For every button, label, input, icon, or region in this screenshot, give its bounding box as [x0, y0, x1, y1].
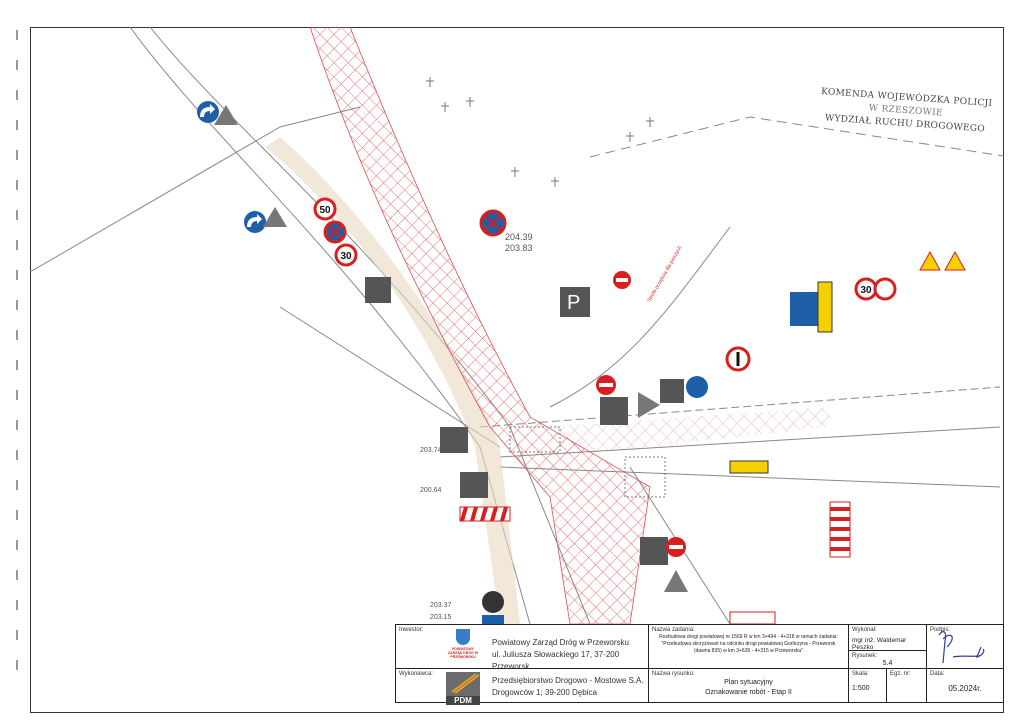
sheet-number: 5.4: [882, 660, 893, 667]
contractor-name: Przedsiębiorstwo Drogowo - Mostowe S.A.: [492, 676, 644, 685]
sign-mandatory-turn: [244, 207, 287, 233]
sign-priority-oncoming: [725, 346, 751, 372]
sign-pedestrian-crossing: [640, 537, 668, 565]
scale-value: 1:500: [852, 685, 870, 692]
sign-pedestrian-crossing: [660, 379, 684, 403]
sign-no-entry: [613, 271, 631, 289]
date-label: Data:: [930, 671, 945, 677]
drawing-frame: [30, 27, 1004, 713]
drawing-name-cell: Nazwa rysunku: Plan sytuacyjny Oznakowan…: [649, 669, 849, 702]
sign-speed-limit: 30: [854, 277, 878, 301]
task-cell: Nazwa zadania: Rozbudowa drogi powiatowe…: [649, 625, 849, 669]
investor-name: Powiatowy Zarząd Dróg w Przeworsku: [492, 638, 629, 647]
sign-no-entry: [666, 537, 686, 557]
hatched-side-road: [550, 407, 830, 457]
sign-detour-yellow: [729, 460, 769, 474]
task-name: Rozbudowa drogi powiatowej nr 1569 R w k…: [659, 634, 838, 640]
sign-gray-info: [365, 277, 391, 303]
crosswalk: [624, 456, 666, 498]
grave-crosses: [426, 77, 654, 187]
elevation-label: 203.74: [420, 447, 442, 454]
sign-no-entry: [596, 375, 616, 395]
sign-parking: [560, 287, 590, 317]
contractor-label: Wykonawca:: [399, 671, 433, 677]
sign-detour-yellow: [817, 281, 833, 333]
svg-text:30: 30: [860, 285, 872, 296]
sign-mandatory-turn: [686, 376, 708, 398]
elevation-label: 200.64: [420, 487, 442, 494]
crosswalk: [509, 426, 561, 453]
barrier: [829, 501, 851, 558]
drawing-subtitle: Oznakowanie robót - Etap II: [705, 689, 792, 696]
svg-text:30: 30: [340, 251, 352, 262]
contractor-logo: PDM: [446, 672, 480, 705]
sign-gray-info: [440, 427, 468, 453]
date-value: 05.2024r.: [948, 684, 982, 693]
investor-label: Inwestor:: [399, 627, 424, 633]
sign-yield: [638, 392, 660, 418]
svg-text:50: 50: [319, 205, 331, 216]
signature-cell: Podpis:: [927, 625, 1003, 669]
sign-mandatory-turn: [197, 101, 238, 125]
investor-cell: Inwestor: POWIATOWY ZARZĄD DRÓG W PRZEWO…: [396, 625, 649, 671]
scale-label: Skala:: [852, 671, 869, 677]
sign-warning-roadworks: [919, 250, 941, 271]
author-cell: Wykonał: mgr inż. Waldemar Peszko: [849, 625, 927, 651]
investor-logo: POWIATOWY ZARZĄD DRÓG W PRZEWORSKU: [446, 629, 480, 665]
hatched-corridor: [309, 27, 651, 624]
investor-address: ul. Juliusza Słowackiego 17, 37-200 Prze…: [492, 650, 620, 671]
sign-speed-limit: 50: [313, 197, 337, 221]
barrier: [729, 611, 776, 624]
copy-number-label: Egz. nr:: [890, 671, 911, 677]
site-plan-map: 204.39 203.83 203.74 200.64 203.37 203.1…: [30, 27, 1004, 624]
sign-pedestrian-crossing: [600, 397, 628, 425]
road-main-shade: [265, 137, 520, 624]
sign-warning-roadworks: [944, 250, 966, 271]
elevation-label: 203.83: [505, 243, 533, 253]
author-name: mgr inż. Waldemar Peszko: [852, 637, 907, 651]
signature-label: Podpis:: [930, 627, 951, 633]
elevation-label: 203.37: [430, 602, 452, 609]
author-label: Wykonał:: [852, 627, 877, 633]
sign-detour: [482, 591, 504, 624]
date-cell: Data: 05.2024r.: [927, 669, 1003, 702]
task-name-detail: "Przebudowa skrzyżowań na odcinku drogi …: [661, 641, 836, 654]
warning-note: Strefa przejścia dla pieszych: [647, 245, 684, 303]
sign-speed-limit: 30: [334, 243, 358, 267]
drawing-name: Plan sytuacyjny: [724, 679, 773, 686]
sign-no-entry-trucks: [873, 277, 897, 301]
contractor-address: Drogowców 1; 39-200 Dębica: [492, 688, 597, 697]
barrier: [459, 506, 511, 522]
parking-letter: P: [567, 292, 580, 314]
elevation-label: 204.39: [505, 232, 533, 242]
task-label: Nazwa zadania:: [652, 627, 695, 633]
signature: [938, 631, 985, 664]
sign-gray-info: [460, 472, 488, 498]
contractor-cell: Wykonawca: PDM Przedsiębiorstwo Drogowo …: [396, 669, 649, 705]
sign-dead-end: [790, 292, 818, 326]
sign-no-stopping: [479, 209, 507, 237]
elevation-label: 203.15: [430, 614, 452, 621]
drawing-name-label: Nazwa rysunku:: [652, 671, 695, 677]
scale-cell: Skala: 1:500: [849, 669, 887, 702]
title-block: Inwestor: POWIATOWY ZARZĄD DRÓG W PRZEWO…: [395, 624, 1004, 705]
binding-holes: [14, 30, 20, 710]
copy-number-cell: Egz. nr:: [887, 669, 927, 702]
sign-yield: [664, 570, 688, 592]
sheet-cell: Rysunek: 5.4: [849, 651, 927, 669]
sign-no-stopping: [323, 220, 347, 244]
sheet-label: Rysunek:: [852, 653, 878, 659]
